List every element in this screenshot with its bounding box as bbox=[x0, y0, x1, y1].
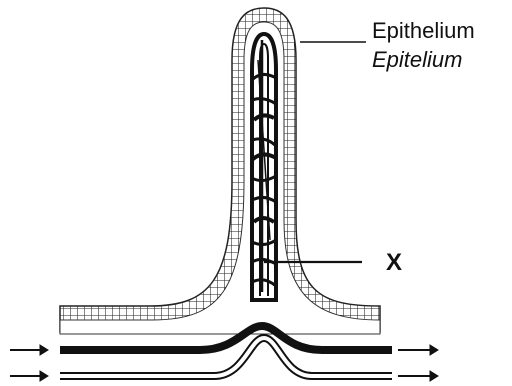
inflow-arrows bbox=[10, 345, 48, 381]
epithelium-label-malay: Epitelium bbox=[372, 49, 462, 71]
x-label: X bbox=[386, 251, 402, 275]
outflow-arrows bbox=[398, 345, 438, 381]
epithelium-layer bbox=[60, 8, 380, 332]
epithelium-label: Epithelium bbox=[372, 20, 475, 42]
